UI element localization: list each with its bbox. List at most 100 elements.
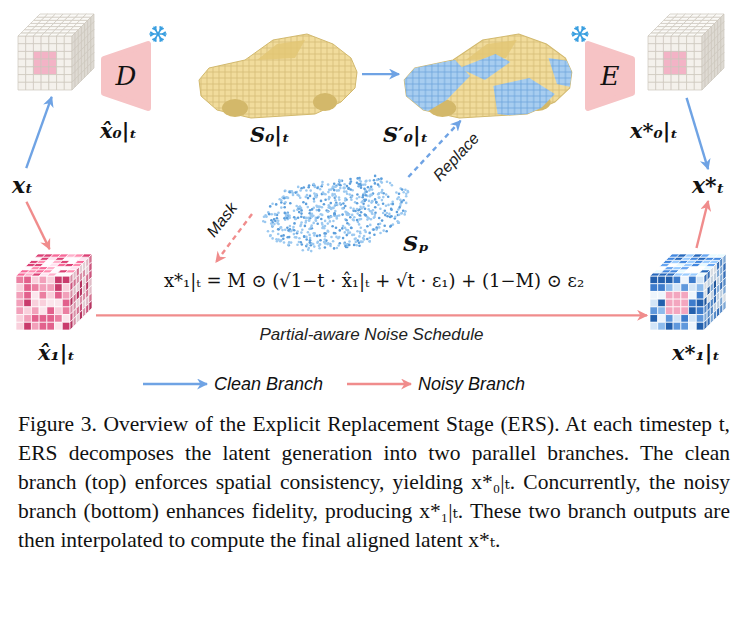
point (300, 221, 303, 224)
point (369, 179, 372, 182)
point (339, 184, 342, 187)
voxel (689, 299, 697, 307)
voxel (33, 36, 41, 44)
car-window (257, 40, 305, 60)
voxel (656, 36, 664, 44)
point (305, 219, 308, 222)
voxel (663, 75, 671, 83)
point (289, 225, 292, 228)
point (356, 193, 359, 196)
voxel (665, 322, 673, 330)
formula: x*₁|ₜ = M ⊙ (√1−t · x̂₁|ₜ + √t · ε₁) + (… (96, 270, 652, 291)
point (400, 212, 403, 215)
point (310, 224, 313, 227)
point (378, 217, 381, 220)
point (341, 227, 344, 230)
point (280, 199, 283, 202)
point (354, 238, 357, 241)
voxel (687, 36, 695, 44)
point (324, 235, 327, 238)
point (316, 187, 319, 190)
point (323, 203, 326, 206)
point (330, 236, 333, 239)
voxel (49, 59, 57, 67)
noisy-branch-arrow (696, 201, 708, 248)
voxel (658, 322, 666, 330)
network-block (104, 44, 148, 108)
point (293, 222, 296, 225)
point (267, 230, 270, 233)
voxel (696, 322, 704, 330)
point (374, 198, 377, 201)
point (316, 241, 319, 244)
point (323, 232, 326, 235)
point (331, 225, 334, 228)
point (292, 194, 295, 197)
operation-label: Mask (203, 199, 241, 240)
point (349, 178, 352, 181)
point (350, 180, 353, 183)
point (389, 225, 392, 228)
point (302, 201, 305, 204)
point (378, 226, 381, 229)
point (383, 225, 386, 228)
voxel (689, 322, 697, 330)
voxel (47, 307, 55, 315)
latent-cube: x̂₁|ₜ (14, 250, 94, 336)
voxel (663, 59, 671, 67)
point (398, 193, 401, 196)
voxel (31, 299, 39, 307)
voxel (47, 284, 55, 292)
voxel (687, 59, 695, 67)
point (300, 212, 303, 215)
point (388, 213, 391, 216)
voxel (656, 67, 664, 75)
voxel (702, 79, 705, 90)
voxel (689, 284, 697, 292)
voxel (718, 63, 721, 74)
snowflake-arm (158, 27, 162, 34)
point (341, 213, 344, 216)
voxel (24, 291, 32, 299)
point (301, 228, 304, 231)
voxel (665, 284, 673, 292)
point (371, 200, 374, 203)
voxel (687, 51, 695, 59)
voxel (62, 284, 70, 292)
point (374, 175, 377, 178)
point (273, 223, 276, 226)
point (386, 180, 389, 183)
voxel (665, 307, 673, 315)
voxel (64, 82, 72, 90)
point (298, 241, 301, 244)
point (328, 196, 331, 199)
point (274, 213, 277, 216)
point (283, 197, 286, 200)
point (315, 196, 318, 199)
point (298, 237, 301, 240)
point (299, 225, 302, 228)
point (275, 238, 278, 241)
clean-branch-arrow (26, 97, 51, 168)
voxel (689, 315, 697, 323)
voxel (39, 284, 47, 292)
snowflake-arm (155, 38, 157, 41)
voxel (55, 276, 63, 284)
math-label: x*₁|ₜ (672, 340, 720, 365)
voxel (656, 75, 664, 83)
point (324, 246, 327, 249)
voxel (41, 51, 49, 59)
point (400, 212, 403, 215)
voxel (658, 284, 666, 292)
point (394, 215, 397, 218)
point (287, 229, 290, 232)
voxel (41, 75, 49, 83)
point (300, 209, 303, 212)
point (316, 223, 319, 226)
voxel (710, 313, 713, 324)
point (280, 201, 283, 204)
point (284, 201, 287, 204)
point (378, 196, 381, 199)
point (353, 244, 356, 247)
point (297, 216, 300, 219)
